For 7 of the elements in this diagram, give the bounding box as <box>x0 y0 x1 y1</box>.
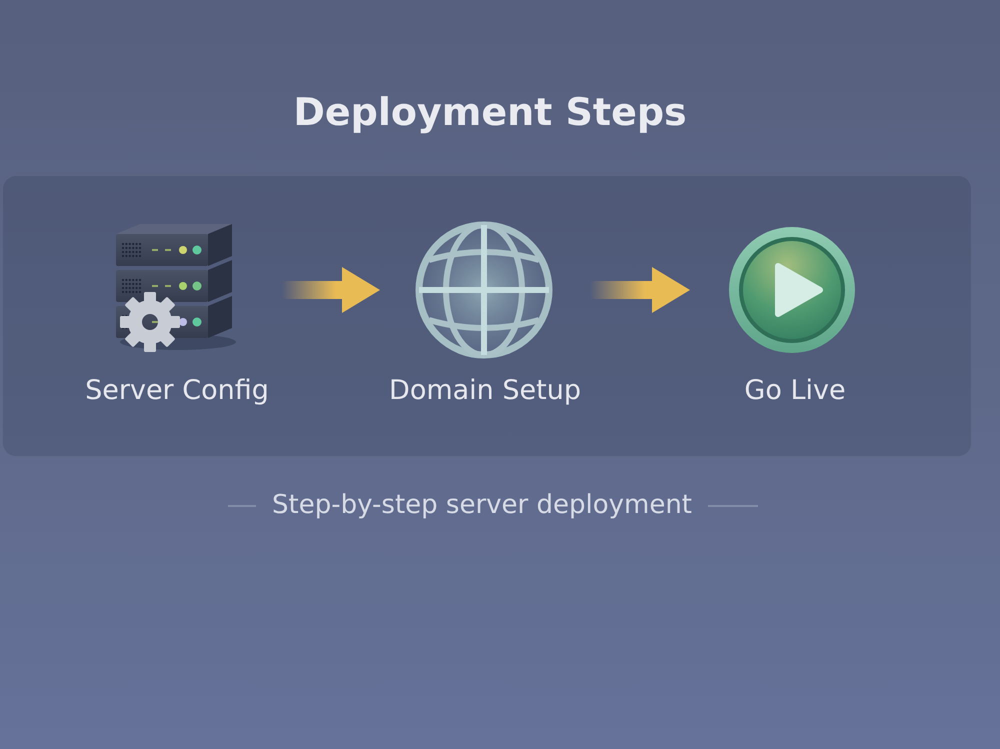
step-label: Go Live <box>744 374 846 408</box>
arrow <box>590 267 690 313</box>
caption: Step-by-step server deployment <box>272 489 692 521</box>
step-label: Server Config <box>85 374 269 408</box>
arrow <box>282 267 380 313</box>
step-label: Domain Setup <box>389 374 581 408</box>
diagram-title: Deployment Steps <box>293 89 687 135</box>
